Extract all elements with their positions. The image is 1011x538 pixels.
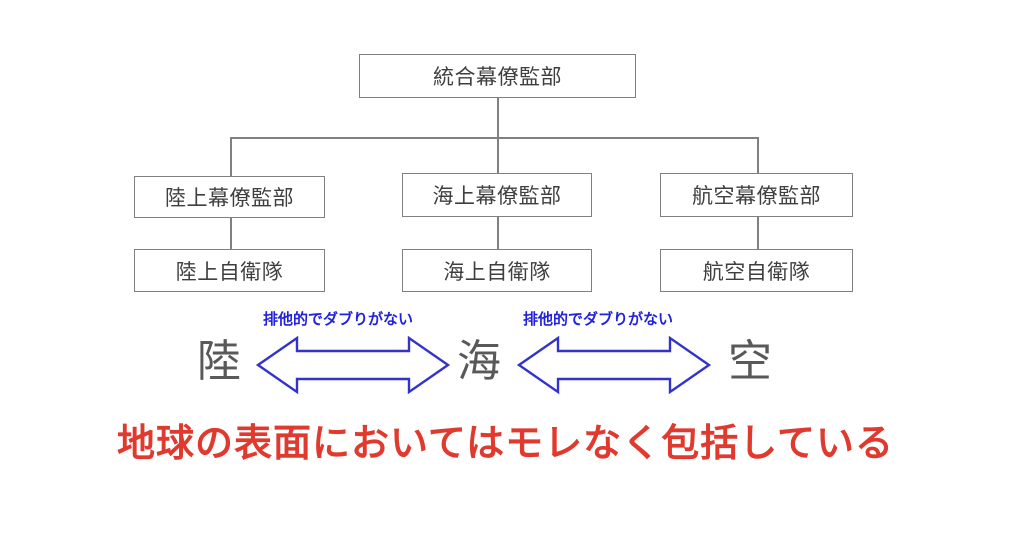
- node-air-staff-office: 航空幕僚監部: [660, 173, 853, 217]
- connector-link-ground: [230, 218, 232, 249]
- caption-comprehensive-coverage: 地球の表面においてはモレなく包括している: [117, 423, 894, 465]
- node-maritime-staff-office: 海上幕僚監部: [402, 173, 592, 217]
- label-domain-air: 空: [728, 337, 772, 386]
- node-joint-staff: 統合幕僚監部: [359, 54, 636, 98]
- connector-trunk: [497, 98, 499, 138]
- label-domain-ground: 陸: [197, 337, 241, 386]
- label-domain-sea: 海: [457, 337, 501, 386]
- double-arrow-sea-air-icon: [516, 334, 712, 401]
- annotation-exclusive-left: 排他的でダブりがない: [263, 311, 414, 328]
- connector-drop-air: [757, 137, 759, 173]
- double-arrow-ground-sea-icon: [255, 334, 451, 401]
- node-air-self-defense-force: 航空自衛隊: [660, 249, 853, 292]
- connector-link-maritime: [497, 217, 499, 249]
- connector-link-air: [757, 217, 759, 249]
- connector-drop-ground: [230, 137, 232, 176]
- node-maritime-self-defense-force: 海上自衛隊: [402, 249, 592, 292]
- connector-drop-maritime: [497, 137, 499, 173]
- connector-distribution-bar: [230, 137, 758, 139]
- annotation-exclusive-right: 排他的でダブりがない: [523, 311, 674, 328]
- node-ground-staff-office: 陸上幕僚監部: [134, 176, 325, 218]
- node-ground-self-defense-force: 陸上自衛隊: [134, 249, 325, 292]
